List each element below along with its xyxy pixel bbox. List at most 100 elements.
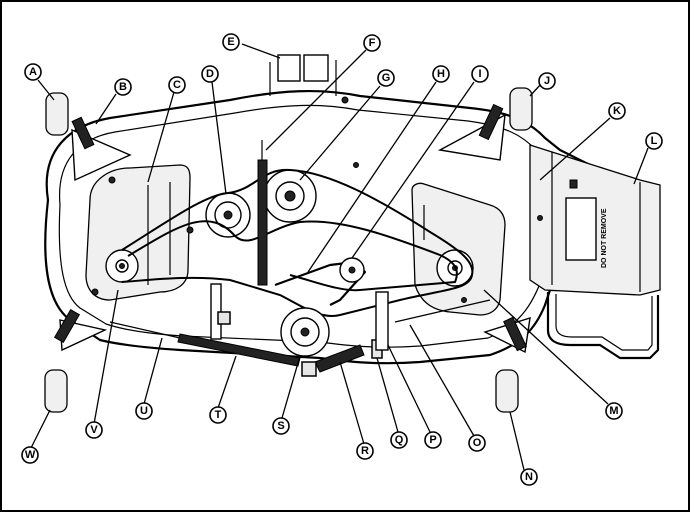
callout-t: T bbox=[209, 406, 227, 424]
callout-a-label: A bbox=[29, 66, 37, 78]
callout-u-label: U bbox=[140, 405, 148, 417]
idler-pulley-d-hub bbox=[223, 210, 233, 220]
bracket-p bbox=[375, 291, 389, 351]
leader-i bbox=[351, 81, 475, 259]
fastener bbox=[91, 288, 99, 296]
chute-bracket bbox=[569, 179, 578, 189]
spring-t bbox=[177, 333, 301, 367]
fastener bbox=[353, 162, 359, 168]
callout-n-label: N bbox=[525, 471, 533, 483]
chute-deflector-rod-inner bbox=[555, 294, 653, 351]
callout-k-label: K bbox=[613, 105, 621, 117]
leader-d bbox=[211, 81, 227, 195]
chute-decal-box bbox=[565, 197, 597, 261]
leader-u bbox=[143, 337, 163, 405]
front-left-wheel-arm bbox=[71, 116, 95, 150]
callout-c: C bbox=[168, 76, 186, 94]
leader-w bbox=[29, 409, 51, 451]
tension-spring-f bbox=[257, 159, 268, 286]
leader-c bbox=[147, 91, 175, 183]
rear-linkage-rod bbox=[394, 299, 491, 323]
callout-u: U bbox=[135, 402, 153, 420]
leader-s bbox=[281, 355, 301, 419]
callout-q: Q bbox=[390, 431, 408, 449]
leader-v bbox=[93, 289, 119, 425]
leader-j bbox=[529, 83, 542, 97]
rear-left-wheel-arm bbox=[53, 308, 81, 344]
leader-f bbox=[265, 49, 367, 151]
leader-r bbox=[339, 361, 365, 445]
callout-d-label: D bbox=[206, 68, 214, 80]
hanger-bracket-e-left bbox=[277, 54, 301, 82]
mower-belt-outer bbox=[121, 168, 474, 317]
chute-deflector-rod bbox=[546, 292, 660, 360]
hanger-bracket-e-right bbox=[303, 54, 329, 82]
callout-i-label: I bbox=[478, 68, 481, 80]
callout-l: L bbox=[645, 132, 663, 150]
spring-r bbox=[314, 344, 365, 373]
gauge-wheel-a bbox=[45, 92, 69, 136]
callout-f-label: F bbox=[369, 37, 376, 49]
callout-g: G bbox=[377, 69, 395, 87]
callout-w: W bbox=[21, 446, 39, 464]
callout-b: B bbox=[114, 78, 132, 96]
callout-j: J bbox=[538, 72, 556, 90]
fastener bbox=[186, 226, 194, 234]
callout-l-label: L bbox=[651, 135, 658, 147]
callout-g-label: G bbox=[382, 72, 391, 84]
callout-b-label: B bbox=[119, 81, 127, 93]
rear-right-wheel-arm bbox=[503, 316, 527, 352]
callout-t-label: T bbox=[215, 409, 222, 421]
gauge-wheel-w bbox=[44, 369, 68, 413]
leader-e bbox=[241, 43, 281, 59]
leader-p bbox=[387, 344, 431, 433]
callout-i: I bbox=[471, 65, 489, 83]
idler-pulley-i-hub bbox=[348, 266, 356, 274]
right-spindle-shield bbox=[411, 182, 506, 316]
leader-n bbox=[509, 411, 525, 471]
spring-r-clip bbox=[301, 361, 317, 377]
center-spindle-hub bbox=[284, 190, 296, 202]
callout-v-label: V bbox=[90, 424, 98, 436]
callout-m: M bbox=[605, 402, 623, 420]
callout-s: S bbox=[272, 417, 290, 435]
callout-o-label: O bbox=[473, 437, 482, 449]
leader-g bbox=[299, 85, 381, 181]
callout-s-label: S bbox=[277, 420, 284, 432]
leader-h bbox=[307, 81, 437, 273]
callout-p: P bbox=[424, 431, 442, 449]
callout-d: D bbox=[201, 65, 219, 83]
callout-w-label: W bbox=[25, 449, 36, 461]
mower-belt-inner bbox=[127, 220, 458, 292]
leader-o bbox=[409, 324, 475, 437]
leader-a bbox=[37, 79, 55, 101]
callout-r: R bbox=[356, 442, 374, 460]
left-spindle-bolt bbox=[119, 263, 125, 269]
deck-fasteners bbox=[91, 96, 543, 303]
do-not-remove-decal: DO NOT REMOVE bbox=[601, 208, 608, 268]
callout-k: K bbox=[608, 102, 626, 120]
leader-m bbox=[483, 289, 609, 405]
callout-f: F bbox=[363, 34, 381, 52]
fastener bbox=[461, 297, 467, 303]
callout-o: O bbox=[468, 434, 486, 452]
callout-q-label: Q bbox=[395, 434, 404, 446]
leader-q bbox=[376, 357, 399, 433]
leader-k bbox=[539, 117, 611, 181]
callout-n: N bbox=[520, 468, 538, 486]
callout-h-label: H bbox=[437, 68, 445, 80]
callout-e-label: E bbox=[227, 36, 234, 48]
callout-h: H bbox=[432, 65, 450, 83]
callout-r-label: R bbox=[361, 445, 369, 457]
leader-l bbox=[633, 147, 649, 185]
leader-t bbox=[217, 355, 237, 409]
callout-p-label: P bbox=[429, 434, 436, 446]
spring-t-rod bbox=[109, 321, 181, 339]
callout-j-label: J bbox=[544, 75, 550, 87]
gauge-wheel-n bbox=[495, 369, 519, 413]
callout-v: V bbox=[85, 421, 103, 439]
leader-lines bbox=[29, 43, 649, 471]
bracket-t-hardware bbox=[217, 311, 231, 325]
